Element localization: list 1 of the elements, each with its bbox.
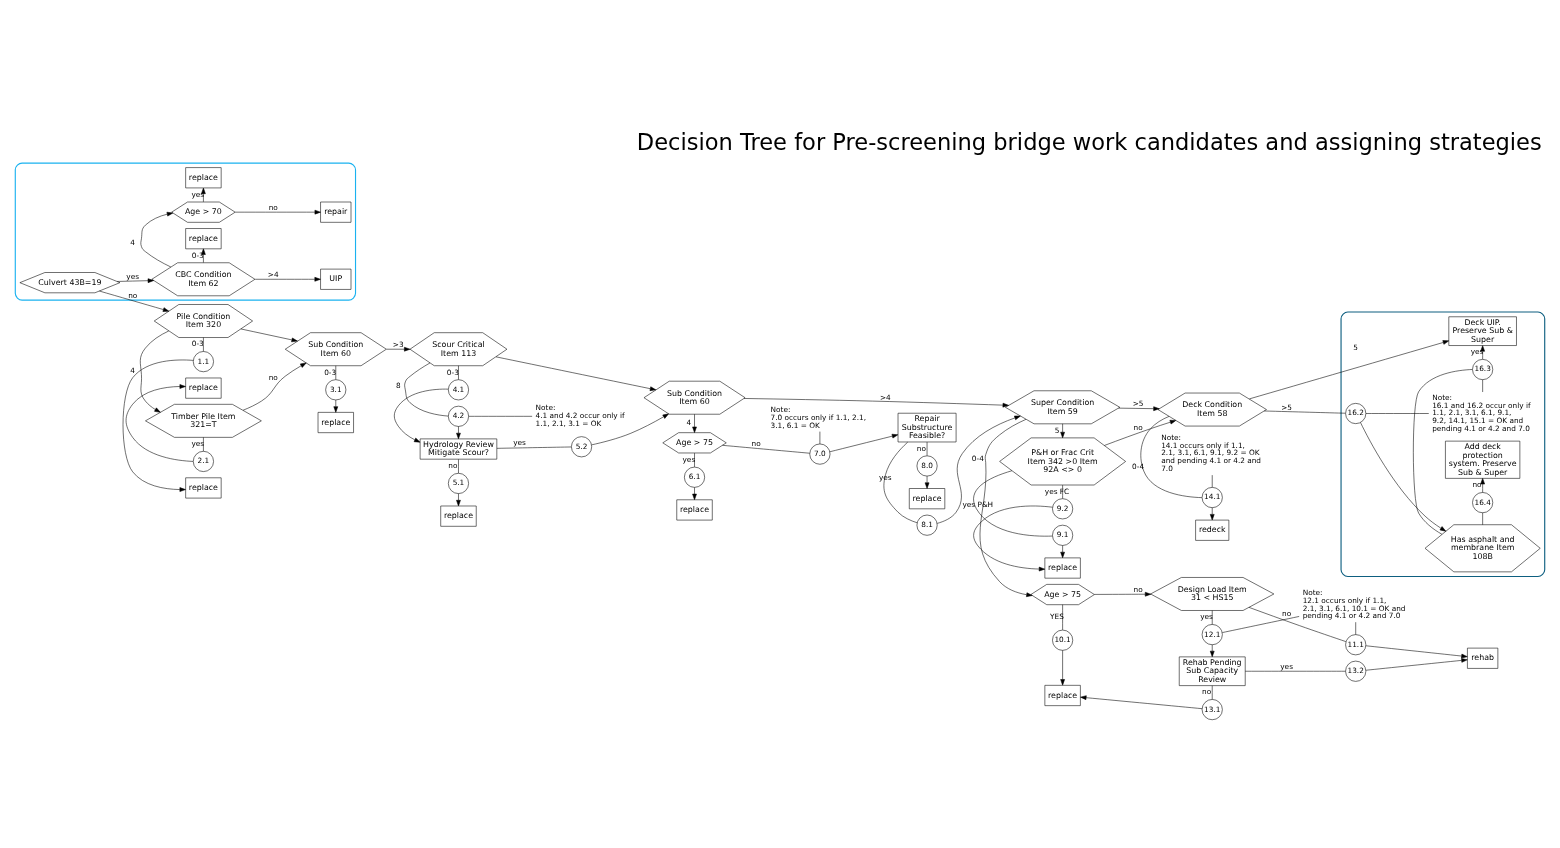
diagram-title: Decision Tree for Pre-screening bridge work candidates and assigning strategies [636, 128, 1542, 155]
